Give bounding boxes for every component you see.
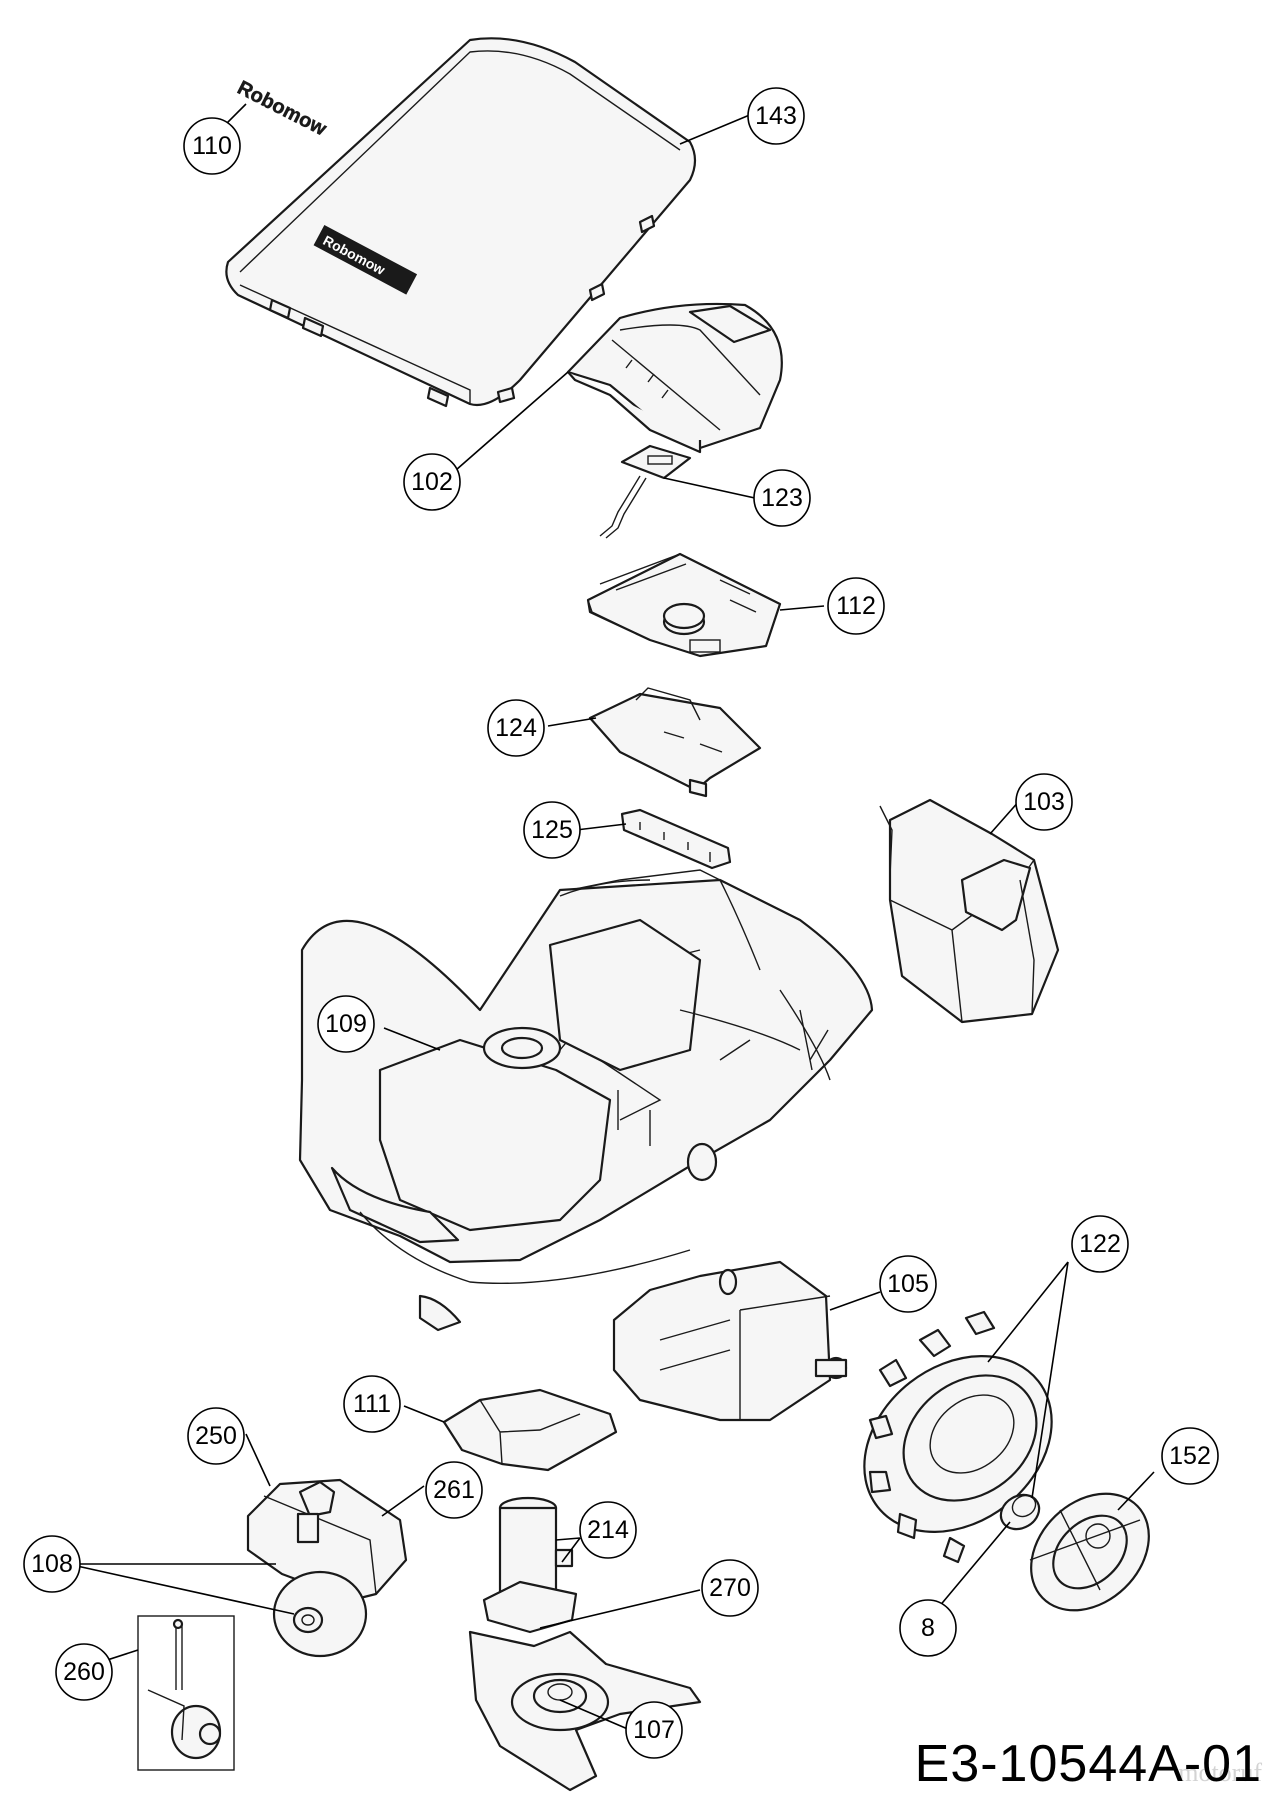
callout-123: 123 [753, 469, 811, 527]
callout-143: 143 [747, 87, 805, 145]
callout-260: 260 [55, 1643, 113, 1701]
svg-text:8: 8 [921, 1614, 935, 1642]
svg-text:123: 123 [761, 484, 803, 512]
part-control-housing [566, 302, 783, 454]
svg-text:214: 214 [587, 1516, 629, 1544]
part-top-cover: Robomow [225, 37, 697, 408]
part-logo-badge: Robomow [233, 77, 330, 141]
svg-text:125: 125 [531, 816, 573, 844]
svg-text:260: 260 [63, 1658, 105, 1686]
callout-261: 261 [425, 1461, 483, 1519]
part-wheel-motor [612, 1260, 848, 1422]
part-caster-wheel [137, 1615, 235, 1771]
callout-122: 122 [1071, 1215, 1129, 1273]
drawing-number: E3-10544A-01 [914, 1735, 1262, 1793]
svg-text:261: 261 [433, 1476, 475, 1504]
part-pcb-bracket [588, 687, 762, 798]
svg-text:152: 152 [1169, 1442, 1211, 1470]
part-battery-compartment [879, 798, 1060, 1024]
part-blade-motor [482, 1496, 578, 1634]
svg-text:102: 102 [411, 468, 453, 496]
part-main-pcb [586, 552, 782, 658]
svg-text:270: 270 [709, 1574, 751, 1602]
callout-250: 250 [187, 1407, 245, 1465]
svg-text:143: 143 [755, 102, 797, 130]
callout-214: 214 [579, 1501, 637, 1559]
part-drive-wheel [863, 1310, 1053, 1564]
svg-text:110: 110 [192, 132, 232, 160]
svg-text:108: 108 [31, 1550, 73, 1578]
part-front-wheel [272, 1570, 368, 1658]
callout-108: 108 [23, 1535, 81, 1593]
callout-270: 270 [701, 1559, 759, 1617]
svg-text:107: 107 [633, 1716, 675, 1744]
callout-110: 110 [183, 117, 241, 175]
svg-text:111: 111 [353, 1390, 391, 1418]
part-hubcap [1029, 1492, 1150, 1612]
callout-111: 111 [343, 1375, 401, 1433]
callout-152: 152 [1161, 1427, 1219, 1485]
callout-107: 107 [625, 1701, 683, 1759]
part-chassis [298, 869, 874, 1332]
callout-105: 105 [879, 1255, 937, 1313]
part-hub-nut [999, 1493, 1041, 1531]
callout-103: 103 [1015, 773, 1073, 831]
leader-lines [57, 103, 1155, 1731]
callout-109: 109 [317, 995, 375, 1053]
svg-text:103: 103 [1023, 788, 1065, 816]
watermark: motoruf [1178, 1758, 1262, 1787]
svg-text:124: 124 [495, 714, 537, 742]
svg-text:112: 112 [836, 592, 876, 620]
svg-text:109: 109 [325, 1010, 367, 1038]
callout-102: 102 [403, 453, 461, 511]
callout-112: 112 [827, 577, 885, 635]
callout-125: 125 [523, 801, 581, 859]
part-keypad-board [599, 444, 692, 539]
part-motor-bracket [442, 1388, 618, 1472]
callout-8: 8 [899, 1599, 957, 1657]
svg-text:250: 250 [195, 1422, 237, 1450]
part-connector-strip [620, 808, 732, 870]
svg-text:105: 105 [887, 1270, 929, 1298]
svg-text:122: 122 [1079, 1230, 1121, 1258]
callout-124: 124 [487, 699, 545, 757]
part-height-adjust-unit [246, 1478, 408, 1602]
logo-lettering: Robomow [234, 77, 330, 141]
